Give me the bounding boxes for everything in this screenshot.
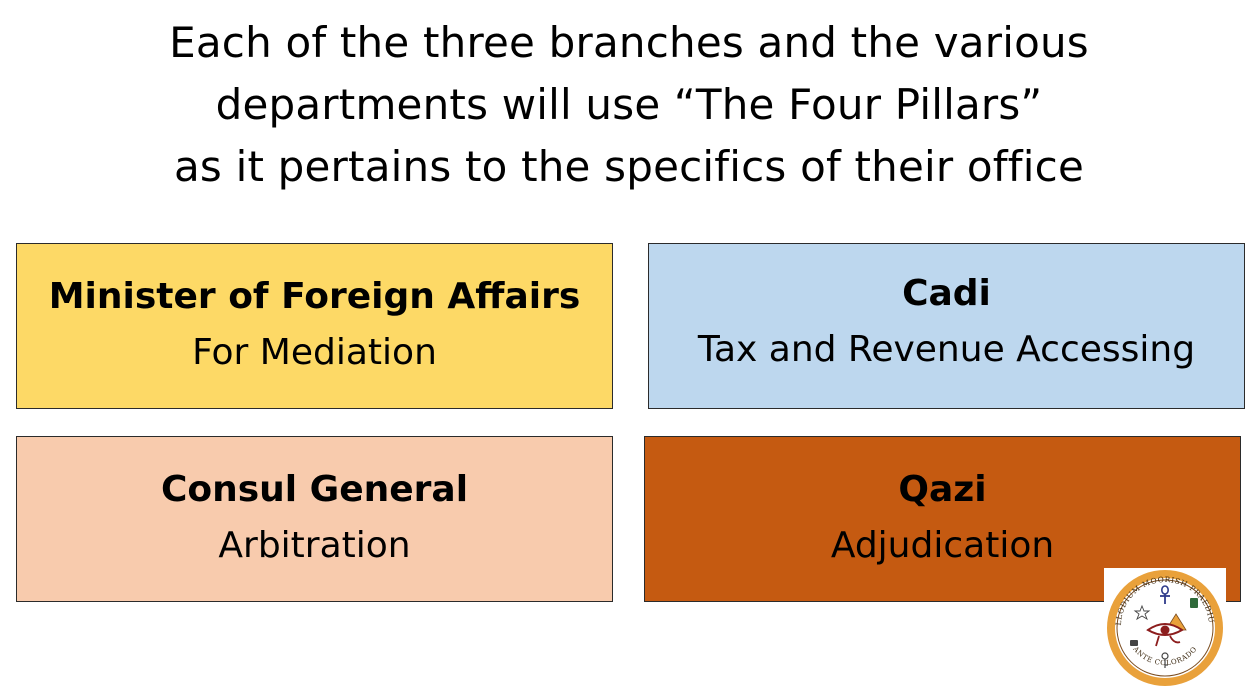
title-line-3: as it pertains to the specifics of their… (174, 142, 1084, 191)
pillar-heading: Consul General (160, 469, 469, 510)
seal-outer-ring (1107, 570, 1223, 686)
slide-title: Each of the three branches and the vario… (0, 12, 1258, 198)
pillar-subtitle: Adjudication (830, 525, 1055, 566)
pillar-heading: Qazi (898, 469, 987, 510)
seal-inner-ring (1116, 579, 1214, 677)
pillar-heading: Cadi (902, 273, 991, 314)
star-icon (1133, 604, 1151, 621)
seal-graphic: ALLODIUM MOORISH PRAEDIUM ANTE COLORADO (1104, 568, 1223, 686)
ankh-icon (1160, 585, 1170, 604)
pillar-box-foreign-affairs: Minister of Foreign Affairs For Mediatio… (16, 243, 613, 409)
pillar-heading: Minister of Foreign Affairs (48, 276, 581, 317)
key-icon (1161, 652, 1169, 668)
title-line-2: departments will use “The Four Pillars” (215, 80, 1043, 129)
pillar-box-qazi: Qazi Adjudication (644, 436, 1241, 602)
pillar-box-cadi: Cadi Tax and Revenue Accessing (648, 243, 1245, 409)
eye-of-horus-icon (1146, 623, 1184, 647)
shield-icon (1130, 598, 1198, 646)
seal-logo: ALLODIUM MOORISH PRAEDIUM ANTE COLORADO (1104, 568, 1226, 686)
pillar-subtitle: Tax and Revenue Accessing (697, 329, 1196, 370)
pillar-subtitle: Arbitration (218, 525, 411, 566)
pillar-subtitle: For Mediation (192, 332, 437, 373)
pillar-box-consul-general: Consul General Arbitration (16, 436, 613, 602)
title-line-1: Each of the three branches and the vario… (169, 18, 1089, 67)
